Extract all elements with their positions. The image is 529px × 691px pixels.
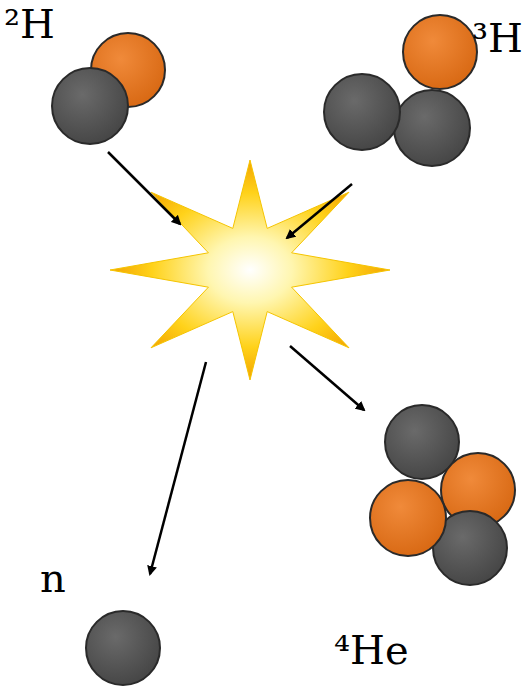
- fusion-flash: [110, 160, 390, 380]
- neutron: [86, 611, 160, 685]
- arrow: [108, 152, 180, 224]
- deuterium-nucleus: [52, 33, 165, 144]
- arrow: [290, 346, 364, 410]
- tritium-nucleus: [324, 15, 477, 166]
- arrow: [150, 362, 206, 574]
- tritium-label: ³H: [472, 16, 523, 60]
- neutron-label: n: [40, 556, 66, 600]
- arrow: [287, 184, 352, 238]
- helium-label: ⁴He: [334, 628, 409, 672]
- deuterium-label: ²H: [4, 2, 55, 46]
- helium-nucleus: [370, 405, 515, 585]
